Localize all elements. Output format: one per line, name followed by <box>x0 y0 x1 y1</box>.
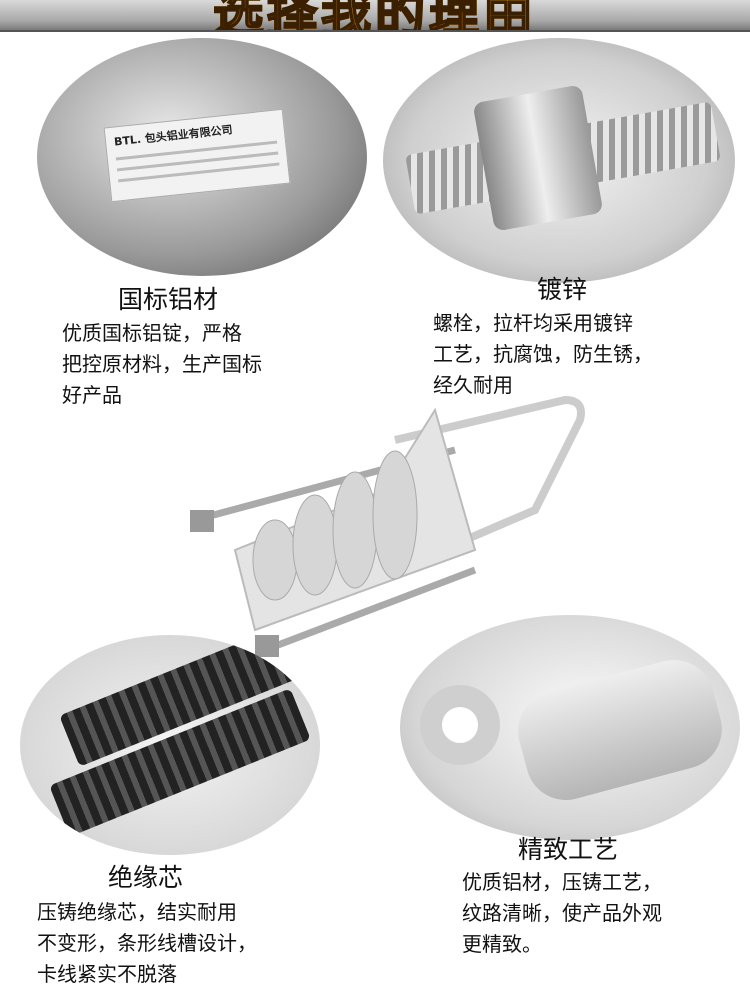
desc-line: 好产品 <box>62 383 122 407</box>
desc-line: 卡线紧实不脱落 <box>37 962 177 986</box>
desc-line: 优质铝材，压铸工艺， <box>462 870 662 894</box>
hex-nut <box>472 84 604 232</box>
desc-line: 经久耐用 <box>433 373 513 397</box>
desc-line: 优质国标铝锭，严格 <box>62 321 242 345</box>
clamp-eye <box>420 685 500 765</box>
desc-line: 更精致。 <box>462 932 542 956</box>
desc-line: 压铸绝缘芯，结实耐用 <box>37 900 237 924</box>
desc-line: 把控原材料，生产国标 <box>62 352 262 376</box>
feature-desc-aluminum: 优质国标铝锭，严格 把控原材料，生产国标 好产品 <box>62 318 262 411</box>
desc-line: 工艺，抗腐蚀，防生锈， <box>433 342 653 366</box>
desc-line: 纹路清晰，使产品外观 <box>462 901 662 925</box>
feature-title-galvanized: 镀锌 <box>537 275 588 304</box>
feature-title-craft: 精致工艺 <box>518 835 619 864</box>
aluminum-label-plate: BTL. 包头铝业有限公司 <box>103 108 291 203</box>
insulation-core-photo <box>20 635 320 855</box>
galvanized-bolt-photo <box>383 38 735 283</box>
feature-title-aluminum: 国标铝材 <box>118 285 219 314</box>
feature-desc-craft: 优质铝材，压铸工艺， 纹路清晰，使产品外观 更精致。 <box>462 867 662 960</box>
feature-desc-galvanized: 螺栓，拉杆均采用镀锌 工艺，抗腐蚀，防生锈， 经久耐用 <box>433 308 653 401</box>
desc-line: 螺栓，拉杆均采用镀锌 <box>433 311 633 335</box>
desc-line: 不变形，条形线槽设计， <box>37 931 257 955</box>
feature-title-insulation: 绝缘芯 <box>108 863 184 892</box>
die-cast-detail-photo <box>400 615 740 840</box>
strain-clamp-product-image <box>190 395 585 657</box>
aluminum-label-photo: BTL. 包头铝业有限公司 <box>37 38 367 276</box>
banner: 选择我的理由 <box>0 0 750 32</box>
banner-title: 选择我的理由 <box>0 0 750 30</box>
feature-desc-insulation: 压铸绝缘芯，结实耐用 不变形，条形线槽设计， 卡线紧实不脱落 <box>37 897 257 990</box>
clamp-body <box>509 650 731 810</box>
